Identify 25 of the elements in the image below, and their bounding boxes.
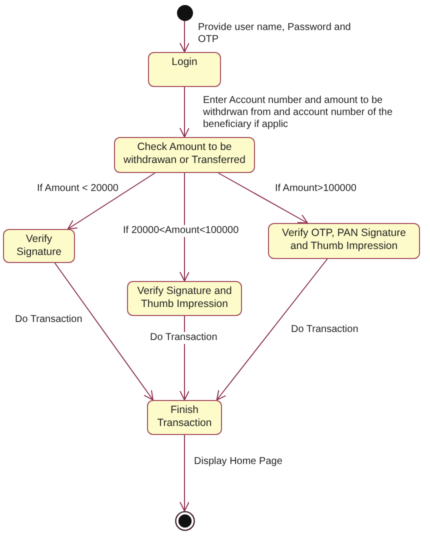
transition-arrow: [218, 172, 308, 224]
transition-arrow: [216, 258, 328, 400]
transition-label: Display Home Page: [194, 456, 282, 468]
filled-circle-icon: [176, 5, 192, 21]
transition-arrow: [54, 262, 154, 400]
state-box: [3, 229, 75, 263]
state-label: Finish Transaction: [156, 404, 213, 430]
state-label: Login: [170, 56, 198, 69]
bullseye-icon: [174, 511, 194, 531]
transition-arrow: [180, 172, 190, 282]
transition-arrow: [180, 20, 190, 52]
state-label: Verify Signature and Thumb Impression: [136, 285, 233, 311]
state-box: [127, 281, 242, 316]
transition-arrow: [67, 172, 156, 230]
transition-label: If 20000<Amount<100000: [123, 225, 239, 237]
transition-arrow: [180, 434, 190, 512]
state-box: [268, 223, 420, 259]
transition-arrow: [180, 86, 190, 138]
state-box: [148, 52, 221, 87]
state-label: Verify OTP, PAN Signature and Thumb Impression: [281, 227, 407, 253]
state-label: Check Amount to be withdrawan or Transferred: [122, 141, 246, 167]
state-label: Verify Signature: [16, 233, 62, 259]
state-box: [147, 400, 222, 435]
transition-label: Do Transaction: [150, 332, 218, 344]
state-box: [114, 137, 255, 173]
